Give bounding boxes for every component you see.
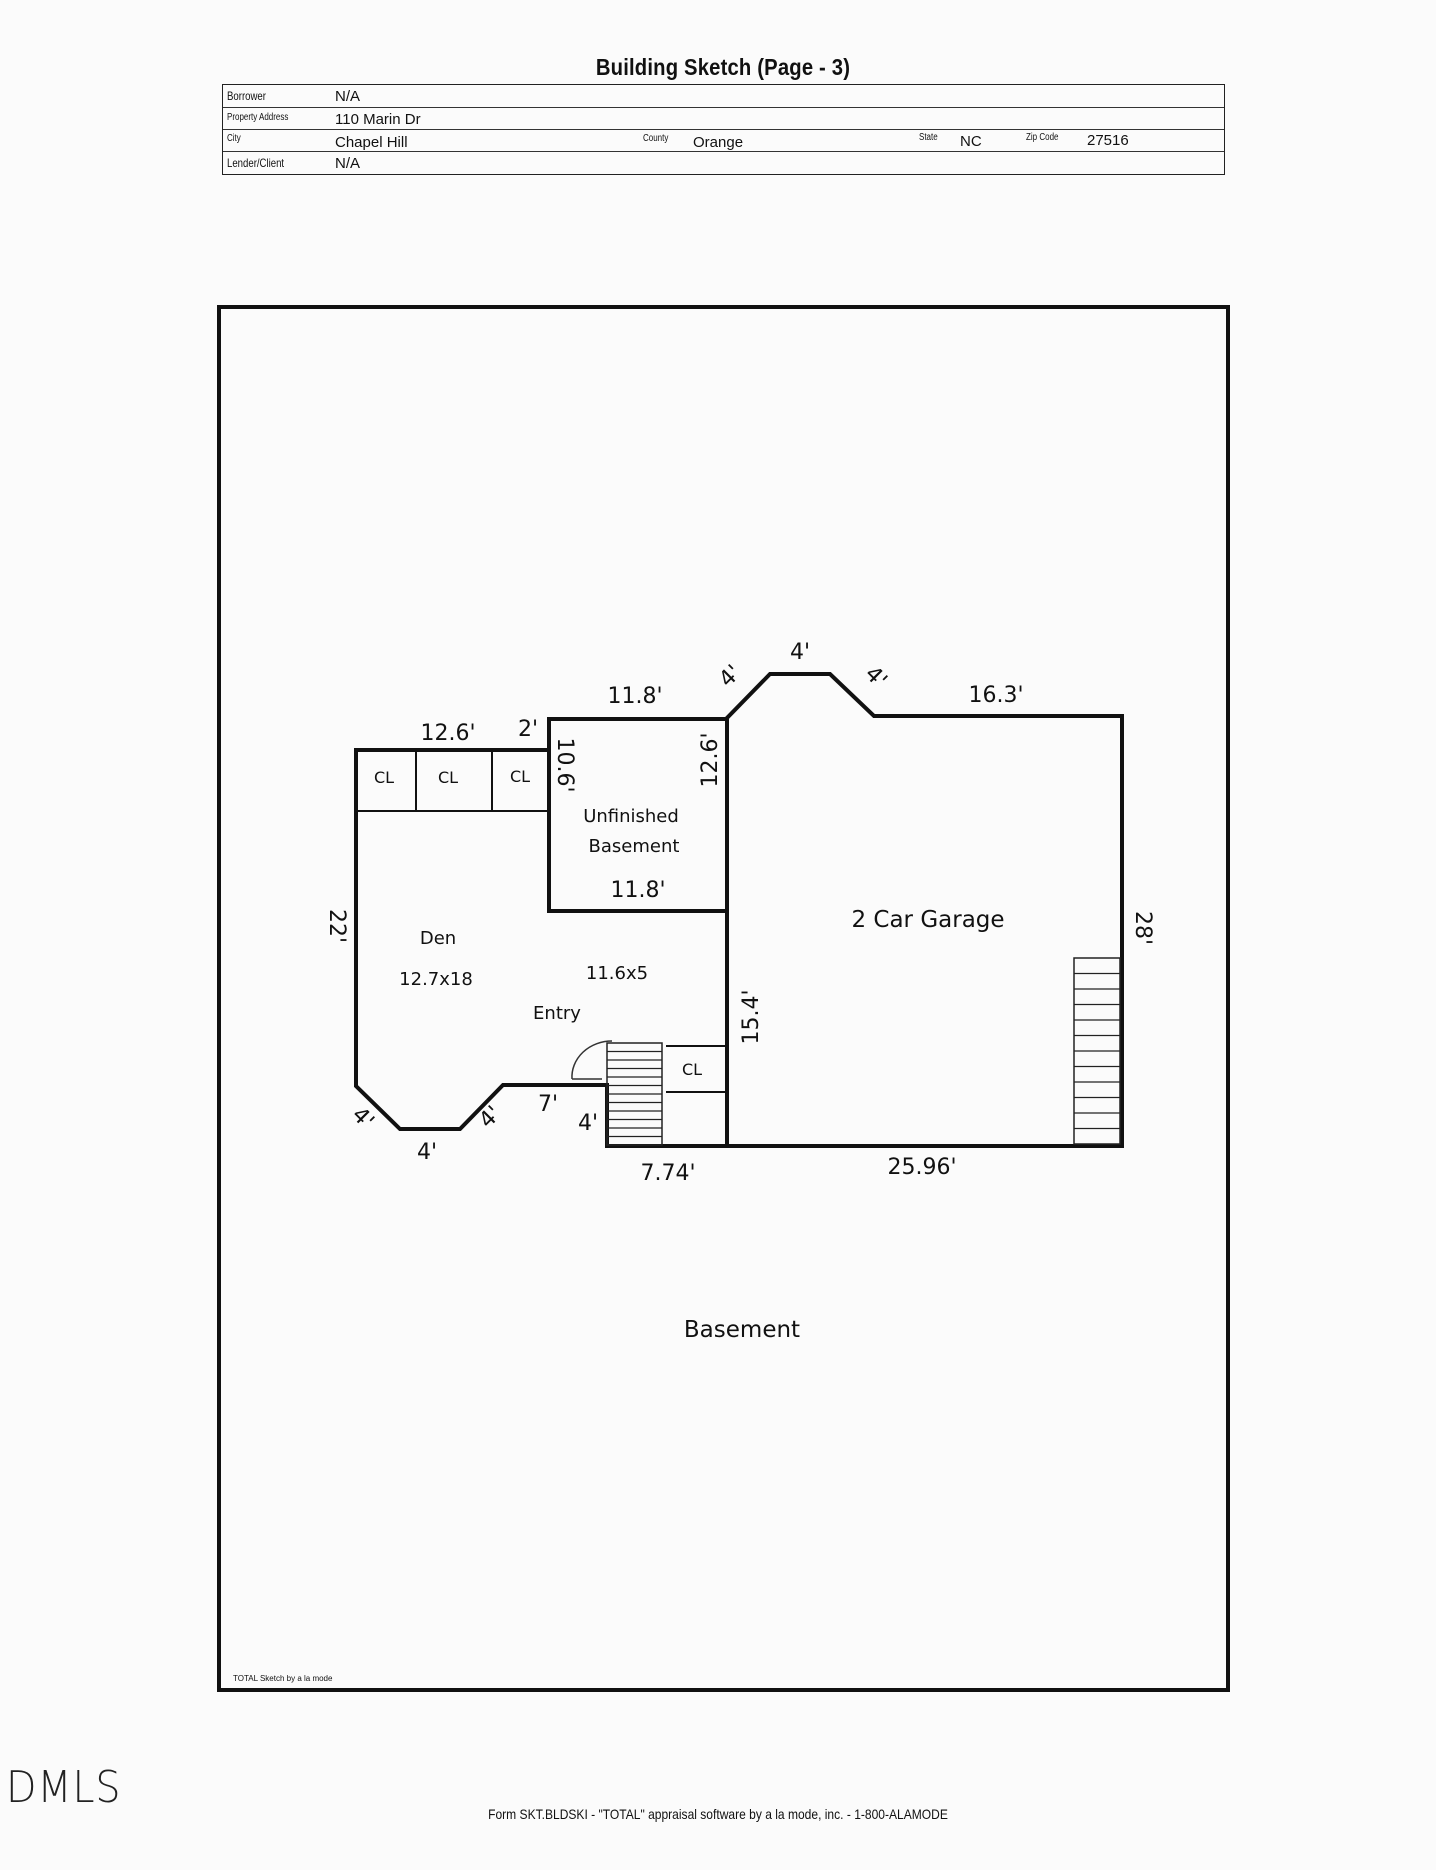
dim-unfinished-bottom: 11.8' (610, 878, 665, 903)
door-swing-icon (571, 1040, 613, 1080)
closet-label: CL (510, 767, 530, 786)
dim-den-jog: 2' (518, 717, 538, 742)
sketch-credit: TOTAL Sketch by a la mode (233, 1674, 333, 1683)
room-size-entry: 11.6x5 (586, 963, 648, 984)
room-label-garage: 2 Car Garage (851, 907, 1004, 933)
dim-garage-left: 15.4' (739, 989, 764, 1044)
zip-value: 27516 (1087, 132, 1129, 149)
lender-row: Lender/Client N/A (223, 151, 1224, 173)
county-value: Orange (693, 134, 744, 151)
dim-den-left: 22' (324, 909, 349, 943)
dim-bay-diag-right: 4' (860, 661, 892, 693)
dim-bottom-left: 7.74' (640, 1161, 695, 1186)
dim-den-bottom: 4' (417, 1140, 437, 1165)
closet-label: CL (374, 768, 394, 787)
dim-unfinished-top: 11.8' (607, 684, 662, 709)
property-info-table: Borrower N/A Property Address 110 Marin … (222, 84, 1225, 175)
dim-den-top: 12.6' (420, 721, 475, 746)
dim-garage-right: 28' (1130, 911, 1155, 945)
dim-garage-top: 16.3' (968, 683, 1023, 708)
borrower-label: Borrower (227, 89, 266, 103)
city-value: Chapel Hill (335, 134, 408, 151)
page-title: Building Sketch (Page - 3) (595, 54, 851, 80)
address-label: Property Address (227, 112, 289, 123)
lender-value: N/A (335, 155, 361, 172)
garage-stairs (1073, 957, 1121, 1145)
sketch-frame (217, 305, 1230, 1692)
lender-label: Lender/Client (227, 156, 285, 170)
closet-label: CL (438, 768, 458, 787)
address-value: 110 Marin Dr (335, 111, 421, 128)
closet-label: CL (682, 1060, 702, 1079)
dim-unfinished-right: 12.6' (698, 732, 723, 787)
dim-bay-diag-left: 4' (714, 660, 746, 692)
room-label-unfinished: Unfinished (583, 806, 679, 827)
city-label: City (227, 133, 241, 144)
dim-garage-bottom: 25.96' (887, 1155, 956, 1180)
city-row: City Chapel Hill County Orange State NC … (223, 129, 1224, 152)
borrower-row: Borrower N/A (223, 85, 1224, 108)
state-label: State (919, 132, 938, 143)
room-label-den: Den (420, 928, 456, 949)
county-label: County (643, 133, 669, 144)
level-label: Basement (684, 1317, 800, 1343)
entry-stairs (606, 1042, 663, 1146)
dim-entry-step: 4' (578, 1111, 598, 1136)
dim-entry-bottom: 7' (538, 1092, 558, 1117)
watermark-logo: DMLS (6, 1762, 122, 1813)
address-row: Property Address 110 Marin Dr (223, 107, 1224, 130)
state-value: NC (960, 133, 982, 150)
room-label-entry: Entry (533, 1003, 581, 1024)
form-footer: Form SKT.BLDSKI - "TOTAL" appraisal soft… (488, 1806, 948, 1822)
dim-den-diag-right: 4' (474, 1101, 506, 1133)
dim-bay-top: 4' (790, 640, 810, 665)
room-label-unfinished: Basement (589, 836, 680, 857)
borrower-value: N/A (335, 88, 361, 105)
room-size-den: 12.7x18 (399, 969, 473, 990)
dim-unfinished-left: 10.6' (552, 737, 577, 792)
zip-label: Zip Code (1026, 132, 1059, 143)
exterior-wall (354, 672, 1124, 1148)
dim-den-diag-left: 4' (347, 1102, 379, 1134)
